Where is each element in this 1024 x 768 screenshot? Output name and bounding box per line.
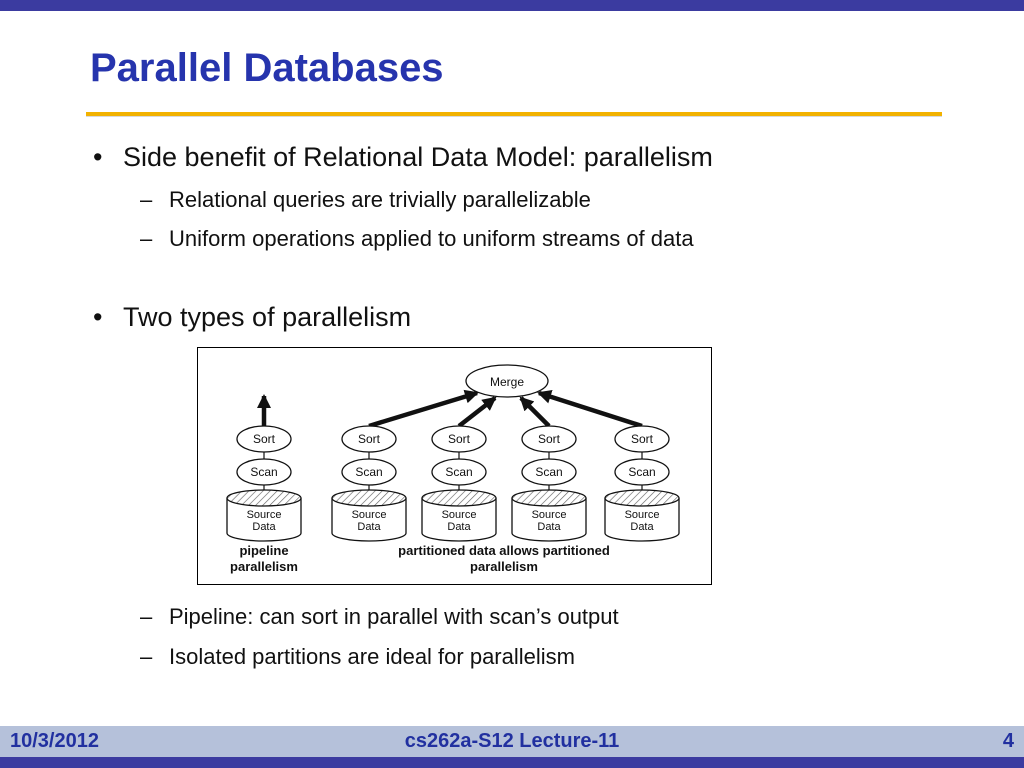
source-label-1: Source bbox=[352, 509, 387, 521]
scan-node bbox=[431, 458, 487, 486]
scan-node bbox=[236, 458, 292, 486]
scan-label: Scan bbox=[355, 465, 382, 479]
scan-node bbox=[521, 458, 577, 486]
bullet-text: Relational queries are trivially paralle… bbox=[169, 187, 591, 212]
dash-glyph: – bbox=[140, 187, 153, 212]
bullet-text: Two types of parallelism bbox=[123, 302, 412, 332]
parallelism-diagram: Merge Sort Scan Source Data Sort bbox=[197, 347, 712, 585]
source-cylinder-top bbox=[421, 489, 497, 507]
source-cylinder bbox=[331, 498, 407, 542]
dash-glyph: – bbox=[140, 644, 153, 669]
source-cylinder bbox=[604, 498, 680, 542]
pipeline-caption-1: pipeline bbox=[239, 543, 288, 558]
dash-glyph: – bbox=[140, 226, 153, 251]
bullet-item-2: • Two types of parallelism bbox=[93, 301, 411, 333]
source-cylinder-top bbox=[331, 489, 407, 507]
scan-node bbox=[341, 458, 397, 486]
diagram-svg: Merge Sort Scan Source Data Sort bbox=[226, 364, 680, 574]
sort-node bbox=[521, 425, 577, 453]
merge-arrow-2 bbox=[368, 389, 479, 429]
source-cylinder bbox=[226, 498, 302, 542]
sort-label: Sort bbox=[631, 432, 654, 446]
source-cylinder-top bbox=[604, 489, 680, 507]
bullet-text: Side benefit of Relational Data Model: p… bbox=[123, 142, 713, 172]
partitioned-caption-2: parallelism bbox=[470, 559, 538, 574]
diagram-column-1: Sort Scan Source Data bbox=[226, 425, 302, 542]
bullet-text: Uniform operations applied to uniform st… bbox=[169, 226, 694, 251]
bullet-text: Isolated partitions are ideal for parall… bbox=[169, 644, 575, 669]
merge-label: Merge bbox=[490, 375, 524, 389]
bullet-text: Pipeline: can sort in parallel with scan… bbox=[169, 604, 619, 629]
partitioned-caption-1: partitioned data allows partitioned bbox=[398, 543, 610, 558]
bullet-glyph: • bbox=[93, 302, 103, 332]
source-label-2: Data bbox=[252, 521, 276, 533]
bottom-bar bbox=[0, 757, 1024, 768]
dash-glyph: – bbox=[140, 604, 153, 629]
bullet-glyph: • bbox=[93, 142, 103, 172]
source-cylinder-top bbox=[511, 489, 587, 507]
sort-label: Sort bbox=[448, 432, 471, 446]
sub-bullet-2a: – Pipeline: can sort in parallel with sc… bbox=[140, 604, 619, 630]
source-label-1: Source bbox=[532, 509, 567, 521]
scan-node bbox=[614, 458, 670, 486]
sort-node bbox=[614, 425, 670, 453]
sort-label: Sort bbox=[358, 432, 381, 446]
merge-arrow-3 bbox=[457, 396, 497, 428]
footer-course: cs262a-S12 Lecture-11 bbox=[404, 730, 620, 752]
scan-label: Scan bbox=[250, 465, 277, 479]
title-rule bbox=[86, 112, 942, 116]
sort-node bbox=[236, 425, 292, 453]
source-label-2: Data bbox=[447, 521, 471, 533]
sort-node bbox=[431, 425, 487, 453]
source-label-2: Data bbox=[537, 521, 561, 533]
top-bar bbox=[0, 0, 1024, 11]
merge-node bbox=[465, 364, 549, 398]
sub-bullet-1b: – Uniform operations applied to uniform … bbox=[140, 226, 694, 252]
source-cylinder bbox=[421, 498, 497, 542]
source-label-1: Source bbox=[625, 509, 660, 521]
bullet-item-1: • Side benefit of Relational Data Model:… bbox=[93, 141, 713, 173]
source-label-1: Source bbox=[442, 509, 477, 521]
diagram-column-4: Sort Scan Source Data bbox=[511, 425, 587, 542]
source-label-2: Data bbox=[630, 521, 654, 533]
merge-arrow-4 bbox=[519, 396, 551, 428]
sort-node bbox=[341, 425, 397, 453]
source-cylinder-top bbox=[226, 489, 302, 507]
source-label-2: Data bbox=[357, 521, 381, 533]
merge-arrow-5 bbox=[537, 389, 643, 429]
source-cylinder bbox=[511, 498, 587, 542]
footer: 10/3/2012 cs262a-S12 Lecture-11 4 bbox=[0, 726, 1024, 757]
scan-label: Scan bbox=[628, 465, 655, 479]
page-title: Parallel Databases bbox=[90, 46, 444, 90]
diagram-column-5: Sort Scan Source Data bbox=[604, 425, 680, 542]
diagram-column-2: Sort Scan Source Data bbox=[331, 425, 407, 542]
source-label-1: Source bbox=[247, 509, 282, 521]
pipeline-caption-2: parallelism bbox=[230, 559, 298, 574]
scan-label: Scan bbox=[445, 465, 472, 479]
footer-page-number: 4 bbox=[1002, 730, 1014, 752]
diagram-column-3: Sort Scan Source Data bbox=[421, 425, 497, 542]
sort-label: Sort bbox=[538, 432, 561, 446]
scan-label: Scan bbox=[535, 465, 562, 479]
sub-bullet-1a: – Relational queries are trivially paral… bbox=[140, 187, 591, 213]
sub-bullet-2b: – Isolated partitions are ideal for para… bbox=[140, 644, 575, 670]
footer-date: 10/3/2012 bbox=[10, 730, 99, 752]
sort-label: Sort bbox=[253, 432, 276, 446]
